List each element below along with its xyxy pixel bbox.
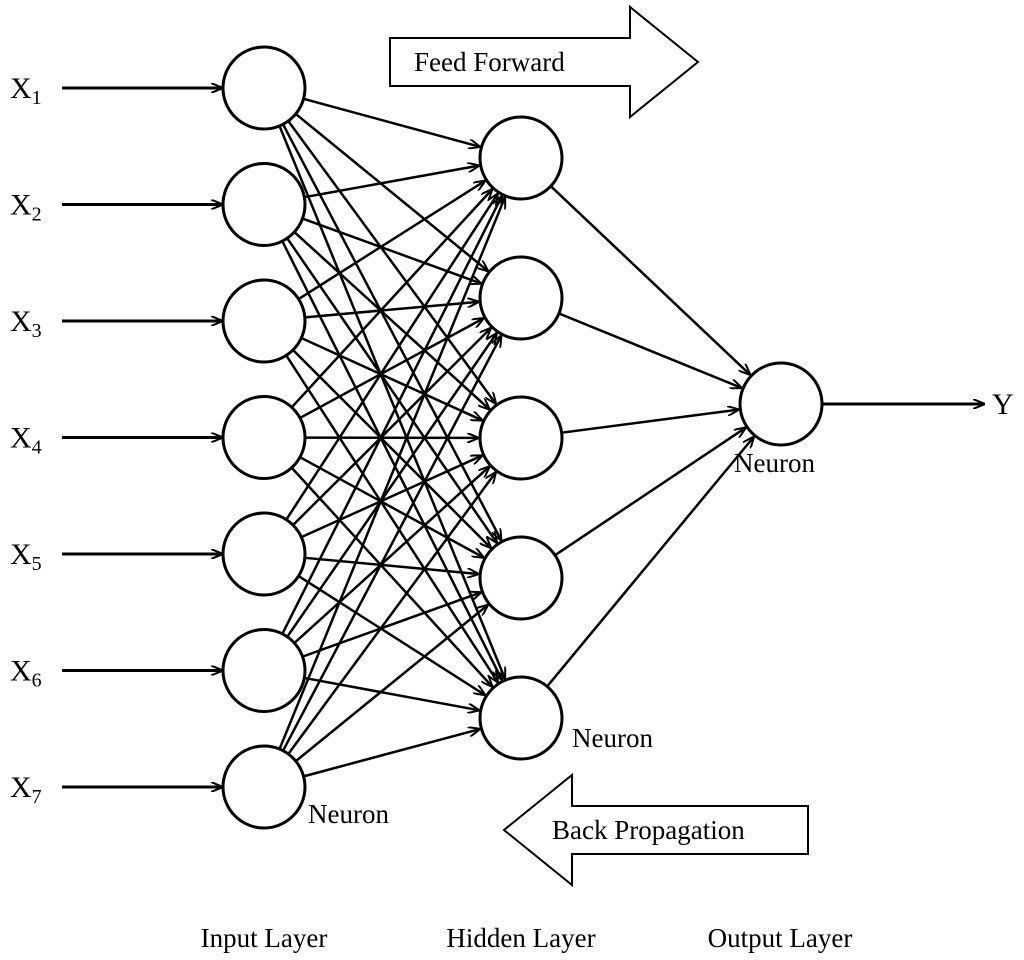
input-label-x4: X4 [10,422,42,459]
input-label-subscript: 1 [32,87,42,109]
connection-input-7-hidden-1 [278,198,505,750]
connection-input-5-hidden-3 [300,456,481,539]
connection-input-1-hidden-1 [303,97,480,147]
connection-input-5-hidden-5 [297,575,485,695]
connection-input-3-hidden-4 [292,349,491,548]
connection-input-6-hidden-4 [302,593,481,658]
hidden-neuron-5 [478,675,564,761]
input-label-base: X [10,422,32,455]
input-label-base: X [10,72,32,105]
input-label-x7: X7 [10,771,42,808]
connection-input-5-hidden-1 [285,194,497,521]
feed-forward-arrow-shape [389,4,700,120]
input-label-x1: X1 [10,72,42,109]
input-label-x3: X3 [10,305,42,342]
connection-input-3-hidden-5 [285,354,497,681]
connection-input-2-hidden-5 [281,240,501,679]
connection-input-6-hidden-1 [281,196,501,635]
connection-input-4-hidden-4 [299,456,483,557]
connection-input-2-hidden-1 [304,166,478,199]
input-neuron-2 [221,162,307,247]
connection-input-4-hidden-1 [290,190,492,409]
connection-input-6-hidden-2 [286,333,496,638]
input-neuron-label: Neuron [308,799,389,829]
connection-input-2-hidden-2 [302,217,481,284]
input-label-base: X [10,305,32,338]
connection-hidden-1-output [549,185,750,374]
input-layer-label: Input Layer [201,923,328,953]
input-neuron-6 [221,628,307,713]
feed-forward-arrow: Feed Forward [389,4,700,120]
back-propagation-label: Back Propagation [552,815,745,845]
input-neuron-4 [221,395,307,480]
input-label-subscript: 5 [32,553,42,575]
connection-hidden-4-output [554,428,745,557]
neurons-group [221,45,824,830]
input-label-x6: X6 [10,655,42,692]
input-label-x5: X5 [10,538,42,575]
connection-input-5-hidden-4 [304,556,478,574]
connection-hidden-2-output [558,312,741,387]
input-neuron-7 [221,744,307,830]
connection-input-2-hidden-3 [293,231,489,409]
input-label-subscript: 2 [32,204,42,226]
input-label-subscript: 6 [32,670,42,692]
hidden-neuron-1 [478,115,564,201]
output-label: Y [992,388,1014,421]
input-label-x2: X2 [10,189,42,226]
output-layer-label: Output Layer [708,923,853,953]
connection-input-7-hidden-3 [287,473,495,755]
input-label-subscript: 7 [32,786,42,808]
output-neuron [738,361,824,447]
connection-input-3-hidden-3 [300,336,482,420]
connection-input-1-hidden-3 [287,120,495,403]
input-neuron-1 [221,45,307,131]
back-propagation-arrow-shape [502,772,809,888]
connection-hidden-5-output [546,437,753,688]
input-neuron-5 [221,511,307,597]
hidden-neuron-3 [478,395,564,481]
hidden-neuron-4 [478,535,564,621]
connection-hidden-3-output [561,410,739,434]
input-label-base: X [10,771,32,804]
connection-input-1-hidden-5 [278,125,504,678]
input-label-base: X [10,538,32,571]
connection-input-7-hidden-4 [295,605,488,763]
input-label-base: X [10,655,32,688]
connection-input-3-hidden-1 [297,181,485,301]
input-label-base: X [10,189,32,222]
connection-input-7-hidden-5 [303,729,480,778]
connection-input-6-hidden-3 [293,467,489,644]
input-label-subscript: 4 [32,437,42,459]
connection-input-4-hidden-2 [299,319,483,420]
connection-input-1-hidden-2 [294,112,488,271]
back-propagation-arrow: Back Propagation [502,772,809,888]
connection-input-5-hidden-2 [292,328,490,526]
connection-input-6-hidden-5 [304,676,478,710]
hidden-neuron-2 [478,255,564,341]
hidden-layer-label: Hidden Layer [446,923,595,953]
connection-input-4-hidden-5 [290,466,492,687]
input-neuron-3 [221,278,307,364]
connection-input-7-hidden-2 [281,336,501,752]
input-label-subscript: 3 [32,320,42,342]
connection-input-1-hidden-4 [281,123,501,540]
output-neuron-label: Neuron [734,448,815,478]
connection-input-3-hidden-2 [304,302,478,319]
hidden-neuron-label: Neuron [572,723,653,753]
connections-group [278,97,753,778]
feed-forward-label: Feed Forward [414,47,565,77]
